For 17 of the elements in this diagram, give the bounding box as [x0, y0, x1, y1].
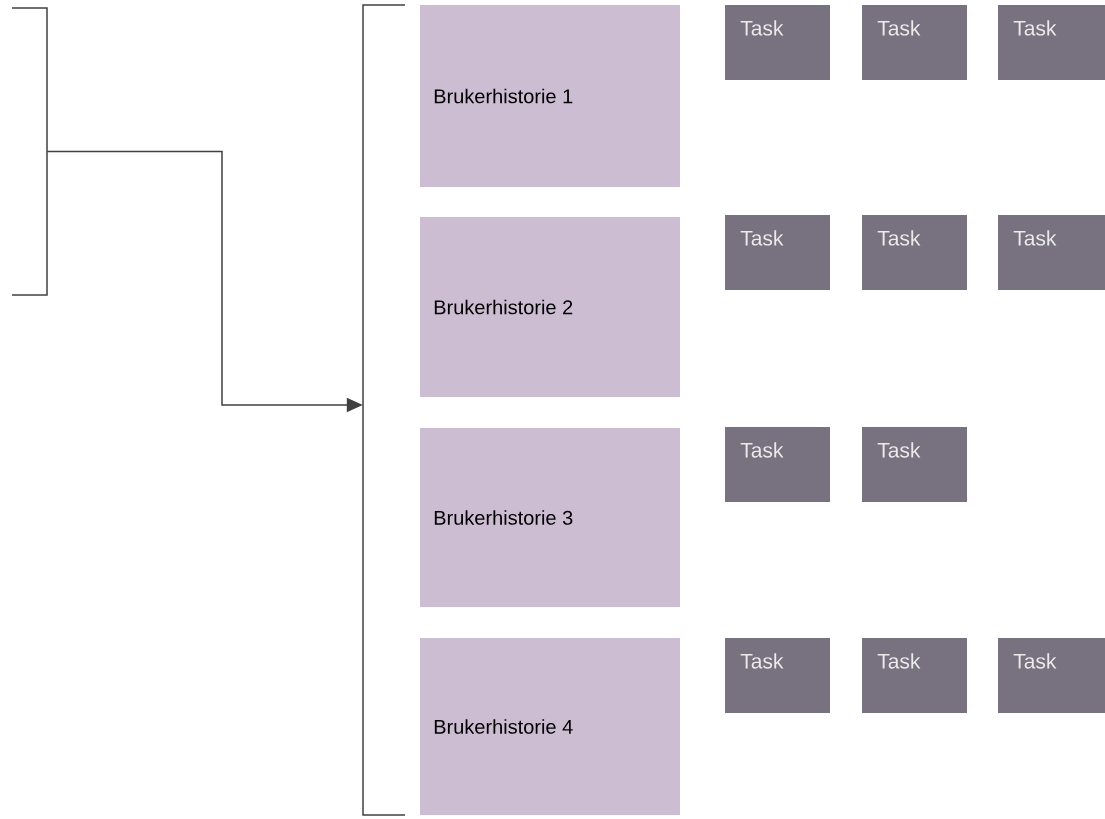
story-box: Brukerhistorie 1	[420, 5, 680, 187]
task-box: Task	[725, 427, 830, 502]
task-box: Task	[725, 5, 830, 80]
task-box: Task	[998, 5, 1105, 80]
story-box: Brukerhistorie 2	[420, 217, 680, 397]
story-box: Brukerhistorie 3	[420, 428, 680, 607]
bracket	[362, 4, 406, 816]
task-box: Task	[725, 215, 830, 290]
story-box: Brukerhistorie 4	[420, 638, 680, 815]
task-box: Task	[998, 638, 1105, 713]
task-box: Task	[862, 427, 967, 502]
task-box: Task	[862, 5, 967, 80]
bracket	[11, 7, 48, 296]
task-box: Task	[998, 215, 1105, 290]
task-box: Task	[725, 638, 830, 713]
task-box: Task	[862, 215, 967, 290]
task-box: Task	[862, 638, 967, 713]
